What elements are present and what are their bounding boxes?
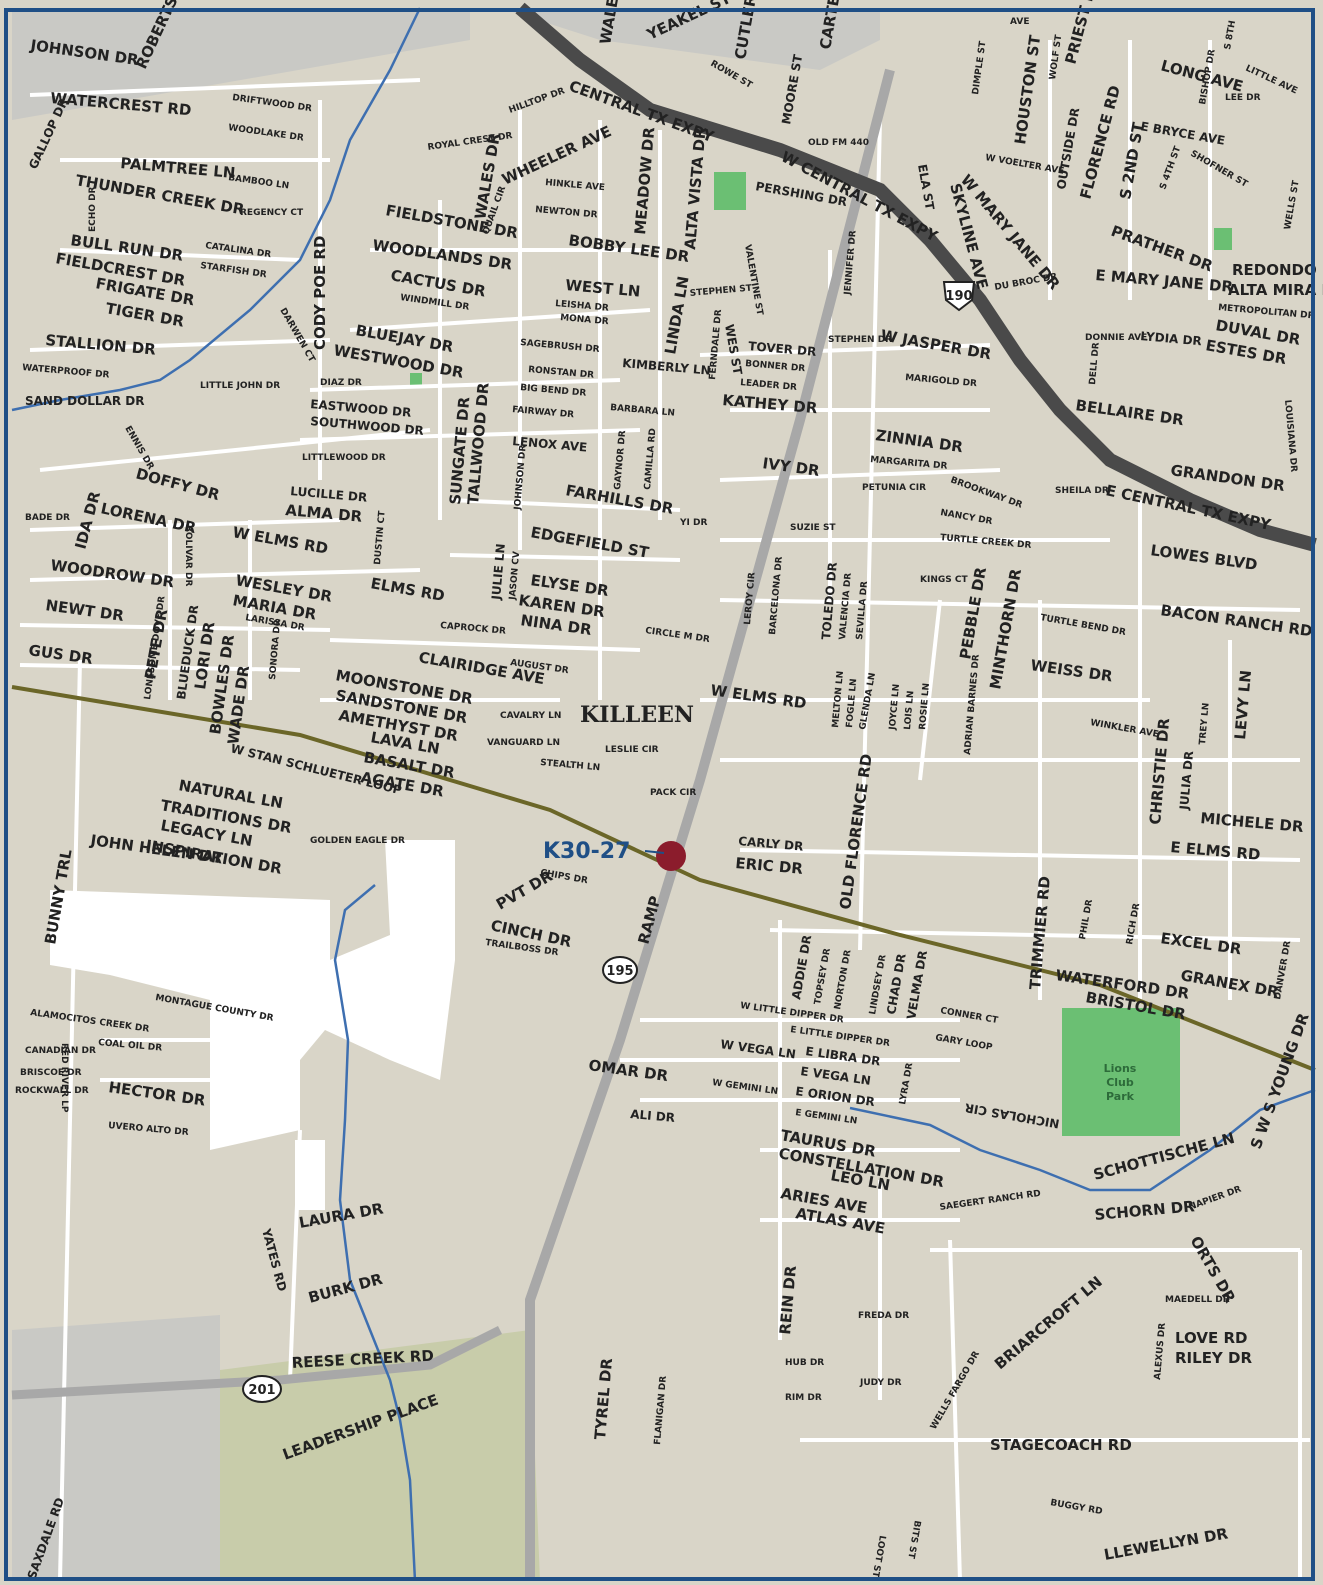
location-marker-dot[interactable]	[656, 841, 686, 871]
small-park-2	[1214, 228, 1232, 250]
svg-text:201: 201	[248, 1383, 275, 1398]
street-label: PACK CIR	[650, 788, 696, 798]
street-label: REGENCY CT	[240, 208, 304, 218]
street-label: TOLEDO DR	[819, 562, 840, 641]
street-label: LITTLE JOHN DR	[200, 381, 280, 391]
svg-text:195: 195	[606, 964, 633, 979]
street-label: FOGLE LN	[845, 678, 859, 728]
street-label: KINGS CT	[920, 575, 968, 585]
creek-east	[849, 1088, 1316, 1192]
street-label: LYDIA DR	[1140, 329, 1203, 348]
open-area-strip	[295, 1140, 325, 1210]
street-label: JOYCE LN	[888, 684, 902, 732]
street-label: YI DR	[679, 518, 707, 528]
street-label: CODY POE RD	[311, 236, 329, 350]
street-label: RED RIVER LP	[59, 1043, 69, 1113]
street-label: LEROY CIR	[743, 572, 758, 625]
street-label: STAGECOACH RD	[990, 1436, 1132, 1454]
svg-text:Lions: Lions	[1104, 1062, 1137, 1075]
street-label: CANADIAN DR	[25, 1046, 96, 1056]
olive-field	[220, 1330, 540, 1581]
street-label: JUDY DR	[859, 1378, 902, 1388]
street-label: ALTA MIRA DR	[1228, 281, 1323, 299]
street-label: LITTLEWOOD DR	[302, 453, 386, 463]
street-label: MAEDELL DR	[1165, 1295, 1230, 1305]
shield-201: 201	[242, 1375, 282, 1403]
street-label: SHEILA DR	[1055, 486, 1109, 496]
street-label: LENOX AVE	[512, 434, 588, 454]
street-label: CARLY DR	[738, 834, 804, 854]
street-label: RILEY DR	[1175, 1349, 1252, 1367]
svg-text:190: 190	[945, 289, 972, 304]
street-label: LEADER DR	[740, 378, 798, 393]
street-label: LEE DR	[1225, 93, 1261, 103]
street-label: REDONDO DR	[1232, 261, 1323, 279]
street-label: ALI DR	[630, 1107, 676, 1125]
street-label: LESLIE CIR	[605, 745, 659, 755]
small-park-3	[410, 373, 422, 387]
street-label: DIAZ DR	[320, 378, 362, 388]
shield-190: 190	[942, 281, 976, 312]
street-label: ROSIE LN	[918, 683, 932, 731]
street-label: CAVALRY LN	[500, 711, 561, 721]
shield-195: 195	[602, 956, 638, 984]
street-label: LUCILLE DR	[290, 484, 368, 505]
street-label: DONNIE AVE	[1085, 333, 1147, 343]
street-label: TREY LN	[1198, 702, 1212, 745]
city-label: KILLEEN	[580, 702, 694, 728]
location-marker-label: K30-27	[543, 839, 630, 864]
street-label: MONA DR	[560, 313, 609, 327]
street-label: AVE	[1010, 17, 1029, 27]
street-label: LOIS LN	[903, 690, 916, 730]
map-frame-border	[4, 8, 1315, 1581]
street-label: TOVER DR	[748, 339, 817, 359]
street-label: LOVE RD	[1175, 1329, 1247, 1347]
street-label: ALEXUS DR	[1153, 1322, 1168, 1380]
street-label: DELL DR	[1088, 342, 1102, 385]
street-label: OLD FM 440	[808, 138, 869, 148]
street-label: DUSTIN CT	[373, 510, 388, 566]
lions-club-park-label: Lions Club Park	[1104, 1062, 1137, 1103]
street-label: ERIC DR	[735, 854, 804, 878]
street-label: JULIA DR	[1177, 750, 1196, 811]
street-label: BRISCOE DR	[20, 1068, 82, 1078]
street-label: GOLDEN EAGLE DR	[310, 836, 405, 846]
central-tx-expy	[515, 2, 1317, 552]
highway-195	[525, 68, 895, 1581]
street-label: JULIE LN	[489, 543, 508, 601]
street-network	[19, 40, 1310, 1582]
street-label: LEVY LN	[1231, 669, 1255, 740]
street-label: ECHO DR	[88, 186, 98, 232]
location-marker[interactable]: K30-27	[543, 839, 686, 871]
creek-south	[333, 884, 417, 1582]
street-label: MELTON LN	[831, 671, 846, 729]
street-label: FREDA DR	[858, 1311, 909, 1321]
svg-text:Club: Club	[1106, 1076, 1134, 1089]
small-park-1	[714, 172, 746, 210]
reese-creek-road-line	[11, 1325, 503, 1400]
street-label: BADE DR	[25, 513, 70, 523]
street-label: JASON CV	[508, 551, 522, 601]
open-area-base	[50, 840, 455, 1150]
street-label: SUZIE ST	[790, 523, 836, 533]
street-label: PETUNIA CIR	[862, 483, 926, 493]
street-label: SAND DOLLAR DR	[25, 394, 144, 408]
street-label: RIM DR	[785, 1393, 822, 1403]
creek-north	[11, 7, 422, 412]
street-label: VANGUARD LN	[487, 738, 560, 748]
stan-schlueter-loop-line	[11, 685, 1316, 1072]
svg-text:Park: Park	[1106, 1090, 1135, 1103]
street-label: ROCKWALL DR	[15, 1086, 89, 1096]
street-label: LEISHA DR	[555, 299, 609, 314]
base-gray-area-north	[500, 8, 880, 70]
street-label: STEPHEN DR	[828, 335, 892, 345]
street-label: BOLIVAR DR	[183, 525, 193, 586]
street-label: REIN DR	[776, 1264, 800, 1335]
street-label: HUB DR	[785, 1358, 824, 1368]
lions-club-park-area[interactable]	[1062, 1008, 1180, 1136]
